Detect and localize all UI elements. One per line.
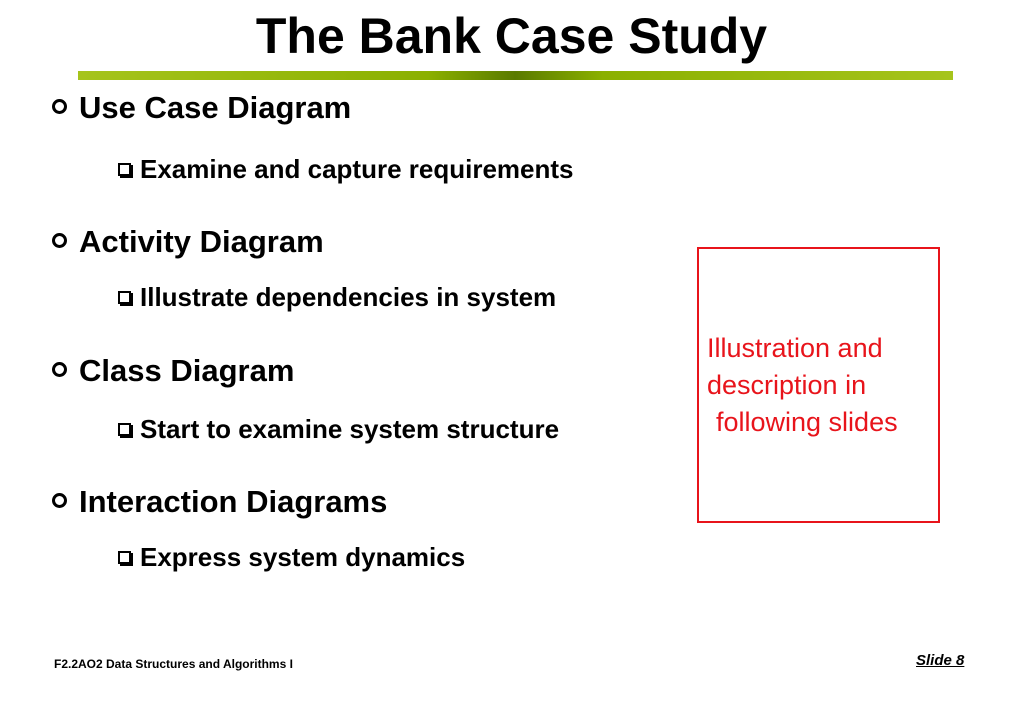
bullet-label: Interaction Diagrams (79, 484, 388, 519)
slide-number: Slide 8 (916, 652, 965, 669)
bullet-label: Use Case Diagram (79, 90, 352, 125)
shadow-square-bullet-icon (118, 290, 131, 304)
callout-line-3: following slides (716, 407, 898, 437)
sub-bullet-label: Start to examine system structure (140, 414, 560, 444)
shadow-square-bullet-icon (118, 550, 131, 564)
sub-bullet-examine-requirements: Examine and capture requirements (118, 153, 573, 185)
bullet-label: Class Diagram (79, 353, 295, 388)
bullet-label: Activity Diagram (79, 224, 324, 259)
hollow-circle-bullet-icon (52, 493, 67, 509)
sub-bullet-illustrate-dependencies: Illustrate dependencies in system (118, 281, 556, 313)
hollow-circle-bullet-icon (52, 233, 67, 249)
bullet-interaction-diagrams: Interaction Diagrams (52, 483, 387, 521)
callout-box (697, 247, 940, 523)
sub-bullet-label: Examine and capture requirements (140, 154, 574, 184)
hollow-circle-bullet-icon (52, 362, 67, 378)
bullet-use-case-diagram: Use Case Diagram (52, 89, 351, 127)
title-divider (78, 71, 953, 80)
bullet-class-diagram: Class Diagram (52, 352, 294, 390)
sub-bullet-label: Illustrate dependencies in system (140, 282, 557, 312)
shadow-square-bullet-icon (118, 422, 131, 436)
callout-line-2: description in (707, 370, 867, 400)
slide-title: The Bank Case Study (255, 8, 768, 64)
footer-course-name: F2.2AO2 Data Structures and Algorithms I (54, 657, 293, 671)
sub-bullet-label: Express system dynamics (140, 542, 466, 572)
sub-bullet-examine-structure: Start to examine system structure (118, 413, 559, 445)
callout-line-1: Illustration and (707, 333, 883, 363)
hollow-circle-bullet-icon (52, 99, 67, 115)
sub-bullet-express-dynamics: Express system dynamics (118, 541, 465, 573)
bullet-activity-diagram: Activity Diagram (52, 223, 324, 261)
shadow-square-bullet-icon (118, 162, 131, 176)
